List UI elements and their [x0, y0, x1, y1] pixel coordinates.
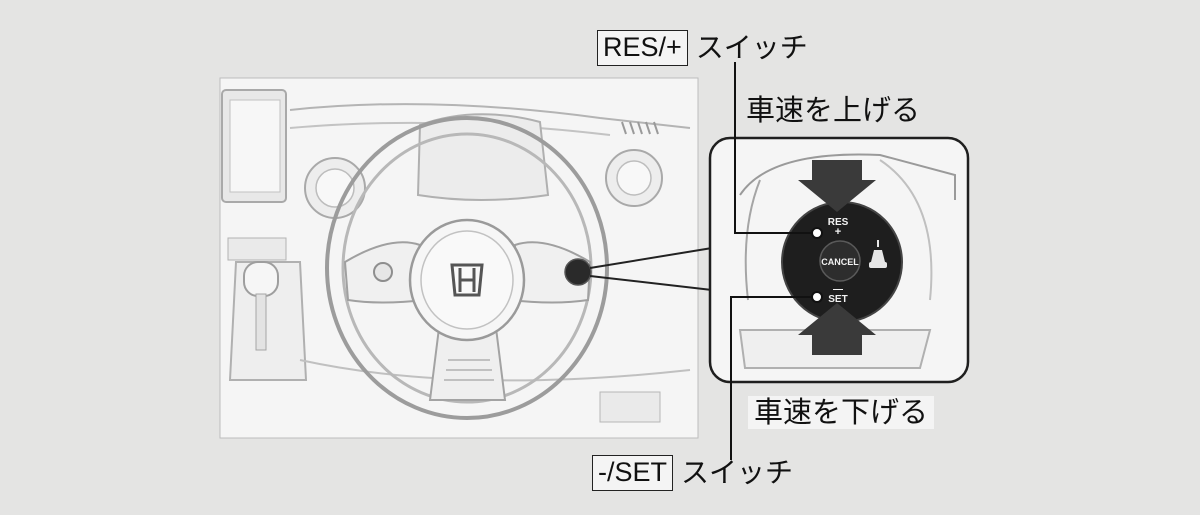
plus-legend: +: [835, 226, 841, 238]
down-arrow-icon: [798, 160, 876, 212]
minus-legend: —: [833, 284, 843, 295]
dashboard-illustration: [219, 77, 699, 439]
callout-line-bottom: [589, 275, 713, 291]
speed-up-label: 車速を上げる: [746, 93, 921, 127]
res-switch-suffix: スイッチ: [695, 31, 808, 64]
cruise-control-icon: [869, 240, 887, 268]
res-switch-name: RES/+: [597, 30, 688, 66]
set-pointer-dot: [811, 291, 823, 303]
set-switch-name: -/SET: [592, 455, 674, 491]
res-leader-line: [734, 62, 812, 234]
speed-down-label: 車速を下げる: [748, 396, 935, 429]
set-switch-suffix: スイッチ: [681, 456, 794, 489]
set-legend: SET: [828, 294, 847, 305]
wheel-cruise-buttons: [564, 258, 592, 286]
res-legend: RES: [828, 217, 849, 228]
up-arrow-icon: [798, 303, 876, 355]
honda-logo-icon: [450, 263, 484, 297]
steering-wheel-icon: [325, 116, 609, 420]
cancel-legend: CANCEL: [821, 257, 859, 267]
gear-knob: [243, 261, 279, 297]
callout-detail: RES + CANCEL — SET: [708, 136, 970, 384]
res-switch-label: RES/+スイッチ: [597, 30, 808, 66]
set-leader-line: [730, 296, 812, 460]
callout-line-top: [589, 247, 713, 269]
res-pointer-dot: [811, 227, 823, 239]
